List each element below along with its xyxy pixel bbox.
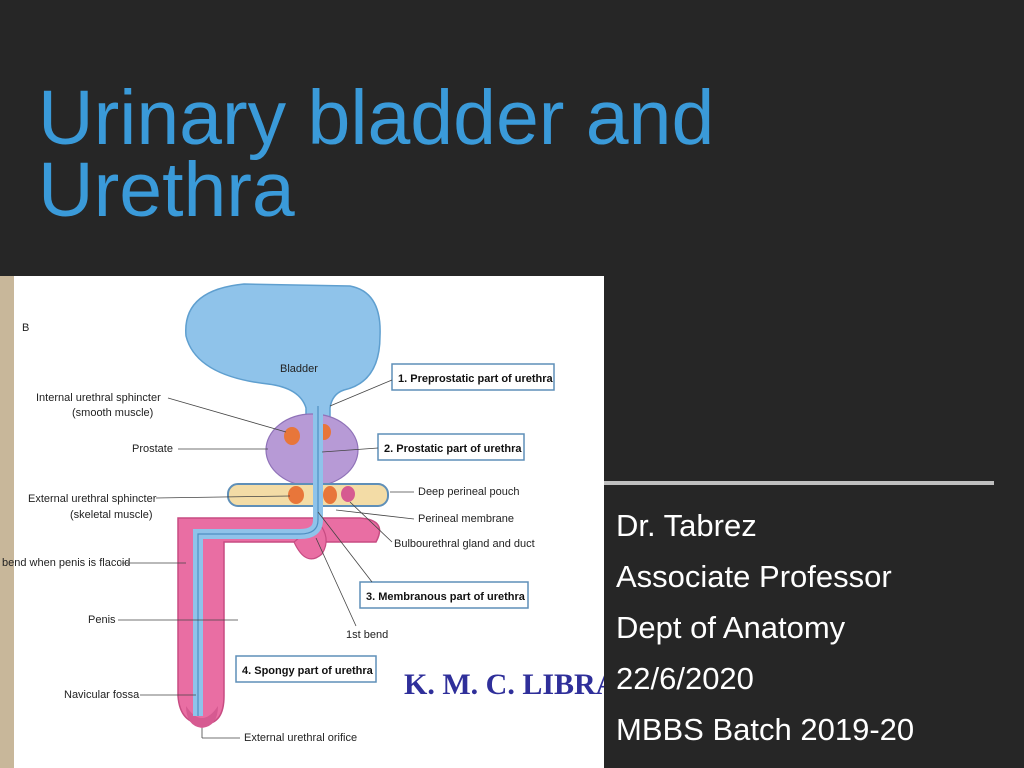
navicular-fossa-label: Navicular fossa [64,689,140,701]
first-bend-label: 1st bend [346,629,388,641]
author-block: Dr. Tabrez Associate Professor Dept of A… [616,500,914,755]
smooth-muscle-label: (smooth muscle) [72,407,153,419]
box-membranous-text: 3. Membranous part of urethra [366,591,526,603]
leader-prostatic [321,447,379,453]
deep-perineal-pouch-shape [227,483,389,507]
slide-title: Urinary bladder and Urethra [38,75,938,233]
box-membranous [359,581,529,609]
author-department: Dept of Anatomy [616,610,846,645]
urethra-outline [197,406,319,716]
box-prostatic-text: 2. Prostatic part of urethra [384,443,522,455]
penis-shape [177,517,381,725]
box-prostatic [377,433,525,461]
box-preprostatic [391,363,555,391]
prostate-label: Prostate [132,443,173,455]
external-sphincter-label: External urethral sphincter [28,493,157,505]
bulbourethral-gland [341,486,355,502]
urethra-anatomy-figure: B Bladder Internal urethral sphincter (s… [0,276,604,768]
leader-bulbourethral [349,501,393,543]
author-position: Associate Professor [616,559,892,594]
batch-label: MBBS Batch 2019-20 [616,712,915,747]
leader-external-sphincter [155,495,291,499]
library-stamp: K. M. C. LIBRA [404,668,604,701]
bend-flaccid-label: bend when penis is flaccid [2,557,130,569]
panel-letter: B [22,322,29,334]
slide-title-line-2: Urethra [38,147,295,233]
box-spongy [235,655,377,683]
deep-perineal-pouch-label: Deep perineal pouch [418,486,520,498]
divider-line [602,481,994,485]
author-name: Dr. Tabrez [616,508,757,543]
leader-internal-sphincter [167,397,287,433]
box-spongy-text: 4. Spongy part of urethra [242,665,374,677]
external-sphincter-left [288,486,304,504]
leader-preprostatic [329,379,393,407]
prostate-shape [265,413,359,487]
internal-sphincter-label: Internal urethral sphincter [36,392,161,404]
leader-membranous [317,511,373,583]
external-orifice-label: External urethral orifice [244,732,357,744]
lecture-date: 22/6/2020 [616,661,754,696]
internal-sphincter-left [284,427,300,445]
skeletal-muscle-label: (skeletal muscle) [70,509,153,521]
external-sphincter-right [323,486,337,504]
bladder-label: Bladder [280,363,318,375]
glans-shape [186,706,218,728]
anatomy-diagram: B Bladder Internal urethral sphincter (s… [0,276,604,768]
bladder-shape [185,283,381,427]
slide-title-line-1: Urinary bladder and [38,75,715,161]
leader-first-bend [315,537,357,627]
box-preprostatic-text: 1. Preprostatic part of urethra [398,373,554,385]
leader-membrane [335,509,415,520]
page-edge [0,276,14,768]
bulbourethral-label: Bulbourethral gland and duct [394,538,535,550]
penis-label: Penis [88,614,116,626]
perineal-membrane-label: Perineal membrane [418,513,514,525]
